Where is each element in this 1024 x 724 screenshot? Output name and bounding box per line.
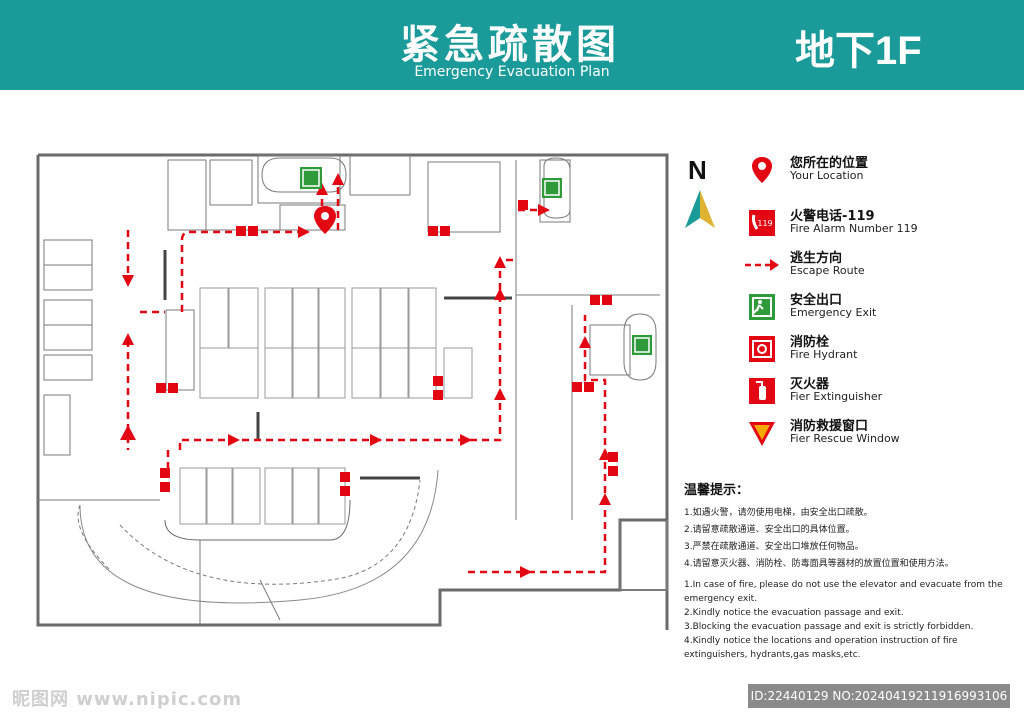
fire-hydrant-icon <box>749 336 775 362</box>
title-chinese: 紧急疏散图 <box>400 21 620 68</box>
svg-text:119: 119 <box>757 219 772 228</box>
location-pin-icon <box>752 157 772 183</box>
fire-extinguisher-icon <box>749 378 775 404</box>
tip-en-2: 2.Kindly notice the evacuation passage a… <box>684 608 904 618</box>
watermark: 昵图网 www.nipic.com <box>12 689 243 710</box>
fire-alarm-119-icon: 119 <box>749 210 775 236</box>
tip-cn-2: 2.请留意疏散通道、安全出口的具体位置。 <box>684 525 855 535</box>
tip-en-3: 3.Blocking the evacuation passage and ex… <box>684 622 974 632</box>
floor-label: 地下1F <box>795 29 922 73</box>
tip-cn-3: 3.严禁在疏散通道、安全出口堆放任何物品。 <box>684 542 864 552</box>
tip-cn-1: 1.如遇火警，请勿使用电梯，由安全出口疏散。 <box>684 508 873 518</box>
tip-en-4: 4.Kindly notice the locations and operat… <box>684 636 958 660</box>
title-english: Emergency Evacuation Plan <box>414 64 610 80</box>
emergency-exit-icon <box>749 294 775 320</box>
location-pin-icon <box>314 206 336 234</box>
header-banner: 紧急疏散图 Emergency Evacuation Plan 地下1F <box>0 0 1024 90</box>
north-label: N <box>688 155 707 185</box>
floor-plan <box>36 153 669 630</box>
tip-en-1: 1.In case of fire, please do not use the… <box>684 580 1003 604</box>
image-id-bar: ID:22440129 NO:20240419211916993106 <box>748 684 1010 708</box>
escape-route-arrow-icon <box>745 259 779 271</box>
tips-title: 温馨提示： <box>684 483 750 498</box>
tip-cn-4: 4.请留意灭火器、消防栓、防毒面具等器材的放置位置和使用方法。 <box>684 559 954 569</box>
fire-rescue-window-icon <box>749 422 775 446</box>
compass-arrow-icon <box>685 190 715 228</box>
